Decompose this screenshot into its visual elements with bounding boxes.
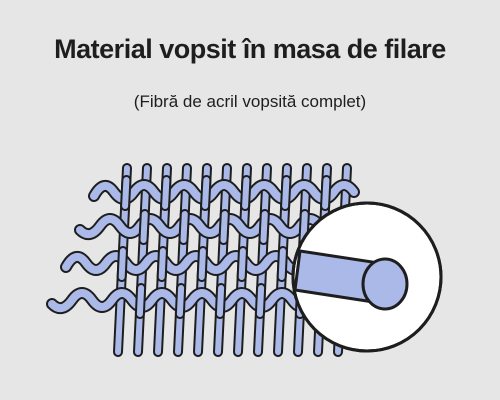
warp-cross-7-3 [256, 285, 265, 317]
page-title: Material vopsit în masa de filare [54, 34, 446, 64]
weft-row-1 [76, 215, 344, 239]
warp-cross-7-1 [260, 211, 268, 243]
warp-cross-5-3 [216, 285, 225, 317]
warp-cross-2-0 [162, 177, 170, 209]
page-subtitle: (Fibră de acril vopsită complet) [133, 92, 367, 111]
warp-cross-6-2 [238, 248, 246, 280]
warp-cross-3-3 [176, 285, 185, 317]
warp-cross-10-0 [322, 177, 330, 209]
warp-cross-6-0 [242, 177, 250, 209]
weft-row-3 [48, 289, 336, 313]
warp-cross-9-1 [300, 211, 308, 243]
warp-cross-8-2 [278, 248, 286, 280]
fiber-cross-section [293, 249, 409, 311]
lens-rim [291, 201, 443, 353]
weft-row-0 [90, 181, 358, 203]
warp-cross-3-1 [180, 211, 188, 243]
warp-cross-4-2 [198, 248, 206, 280]
warp-cross-0-2 [118, 248, 126, 280]
magnifier-lens [291, 201, 443, 353]
warp-cross-5-1 [220, 211, 228, 243]
warp-cross-8-0 [282, 177, 290, 209]
warp-cross-0-0 [122, 177, 130, 209]
warp-cross-1-1 [140, 211, 148, 243]
warp-cross-2-2 [158, 248, 166, 280]
warp-cross-1-3 [136, 285, 145, 317]
warp-cross-4-0 [202, 177, 210, 209]
fiber-end [361, 257, 409, 311]
